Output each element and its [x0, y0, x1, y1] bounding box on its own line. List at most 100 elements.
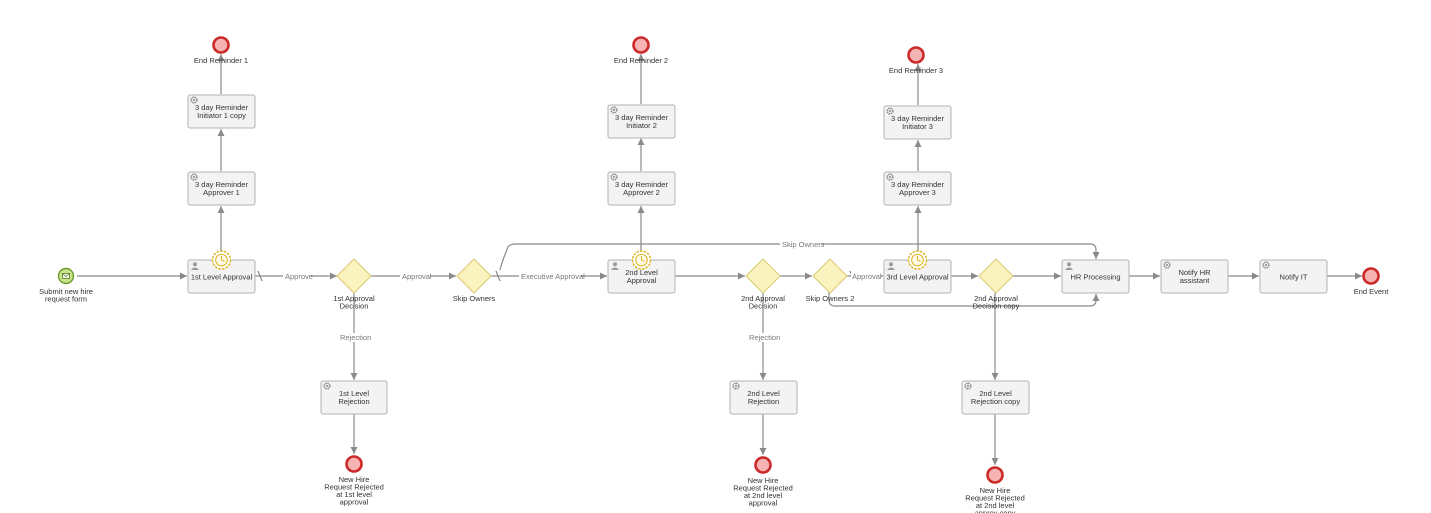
task-label: Rejection — [748, 397, 779, 406]
end-event-reminder3[interactable]: End Reminder 3 — [889, 46, 943, 76]
task-label: assistant — [1180, 276, 1211, 285]
gear-icon — [190, 96, 198, 104]
end-event-reminder1[interactable]: End Reminder 1 — [194, 36, 248, 66]
task-label: 3 day Reminder — [615, 180, 668, 189]
gateway-label: Decision — [340, 302, 369, 311]
task-label: Initiator 3 — [902, 122, 933, 131]
timer-icon[interactable] — [631, 250, 652, 270]
end-event-label: End Reminder 3 — [889, 66, 943, 75]
gear-icon — [1163, 261, 1171, 269]
task-label: Rejection — [338, 397, 369, 406]
user-icon — [611, 262, 619, 270]
gateway-label: Skip Owners 2 — [806, 294, 855, 303]
end-event-label: approval — [340, 498, 369, 507]
end-event-label: End Reminder 1 — [194, 56, 248, 65]
gear-icon — [886, 173, 894, 181]
task-label: 1st Level Approval — [191, 273, 253, 282]
task-label: Notify IT — [1280, 273, 1308, 282]
task-label: Initiator 2 — [626, 121, 657, 130]
task-label: Approver 3 — [899, 188, 936, 197]
task-label: Rejection copy — [971, 397, 1020, 406]
task-hr-processing[interactable]: HR Processing — [1061, 259, 1130, 294]
task-label: 2nd Level — [747, 389, 780, 398]
start-event-label: Submit new hire — [39, 287, 93, 296]
gear-icon — [610, 106, 618, 114]
user-icon — [887, 262, 895, 270]
gateway-label: 2nd Approval — [974, 294, 1018, 303]
gateway-label: Decision copy — [973, 302, 1020, 311]
flow-label-rejection-1: Rejection — [340, 333, 371, 342]
end-event-label: approval — [749, 499, 778, 508]
gear-icon — [190, 173, 198, 181]
flow-label-approval-1: Approval — [402, 272, 432, 281]
end-event-reminder2[interactable]: End Reminder 2 — [614, 36, 668, 66]
task-label: Approver 2 — [623, 188, 660, 197]
user-icon — [191, 262, 199, 270]
task-label: Approver 1 — [203, 188, 240, 197]
gateway-skip2[interactable]: Skip Owners 2 — [806, 258, 855, 303]
end-event-label: New Hire — [748, 476, 779, 485]
flow-skip1-to-hr-bypass[interactable] — [499, 243, 1100, 271]
task-label: 3 day Reminder — [195, 103, 248, 112]
end-event-label: Request Rejected — [965, 494, 1025, 503]
task-label: Notify HR — [1178, 268, 1211, 277]
gear-icon — [323, 382, 331, 390]
end-event-label: New Hire — [980, 486, 1011, 495]
flow-default-mark — [495, 270, 501, 282]
task-label: Initiator 1 copy — [197, 111, 246, 120]
end-event-label: at 2nd level — [976, 501, 1015, 510]
timer-icon[interactable] — [907, 250, 928, 270]
task-label: HR Processing — [1070, 273, 1120, 282]
gear-icon — [610, 173, 618, 181]
gear-icon — [732, 382, 740, 390]
end-event-label: End Event — [1354, 287, 1390, 296]
user-icon — [1065, 262, 1073, 270]
flow-label-approval-2: Approval — [852, 272, 882, 281]
task-level1-approval[interactable]: 1st Level Approval — [187, 250, 256, 294]
flow-skip2-to-hr-bypass[interactable] — [828, 292, 1100, 307]
task-label: 3 day Reminder — [891, 114, 944, 123]
task-label: 3 day Reminder — [195, 180, 248, 189]
gateway-label: Decision — [749, 302, 778, 311]
task-notify-it[interactable]: Notify IT — [1259, 259, 1328, 294]
flow-label-approve: Approve — [285, 272, 313, 281]
task-label: 3rd Level Approval — [886, 273, 948, 282]
end-event-label: at 1st level — [336, 490, 372, 499]
task-level3-approval[interactable]: 3rd Level Approval — [883, 250, 952, 294]
flow-label-executive-approval: Executive Approval — [521, 272, 585, 281]
end-event-label: New Hire — [339, 475, 370, 484]
timer-icon[interactable] — [211, 250, 232, 270]
flow-default-mark — [257, 270, 263, 282]
gateway-skip1[interactable]: Skip Owners — [453, 258, 496, 303]
end-event-label: Request Rejected — [324, 483, 384, 492]
end-event-label: Request Rejected — [733, 484, 793, 493]
task-label: 1st Level — [339, 389, 369, 398]
gateway-label: 1st Approval — [333, 294, 375, 303]
end-event-final[interactable]: End Event — [1354, 267, 1390, 297]
gateway-label: 2nd Approval — [741, 294, 785, 303]
task-label: Approval — [627, 276, 657, 285]
envelope-icon — [62, 273, 70, 279]
gear-icon — [1262, 261, 1270, 269]
start-event-label: request form — [45, 295, 87, 304]
